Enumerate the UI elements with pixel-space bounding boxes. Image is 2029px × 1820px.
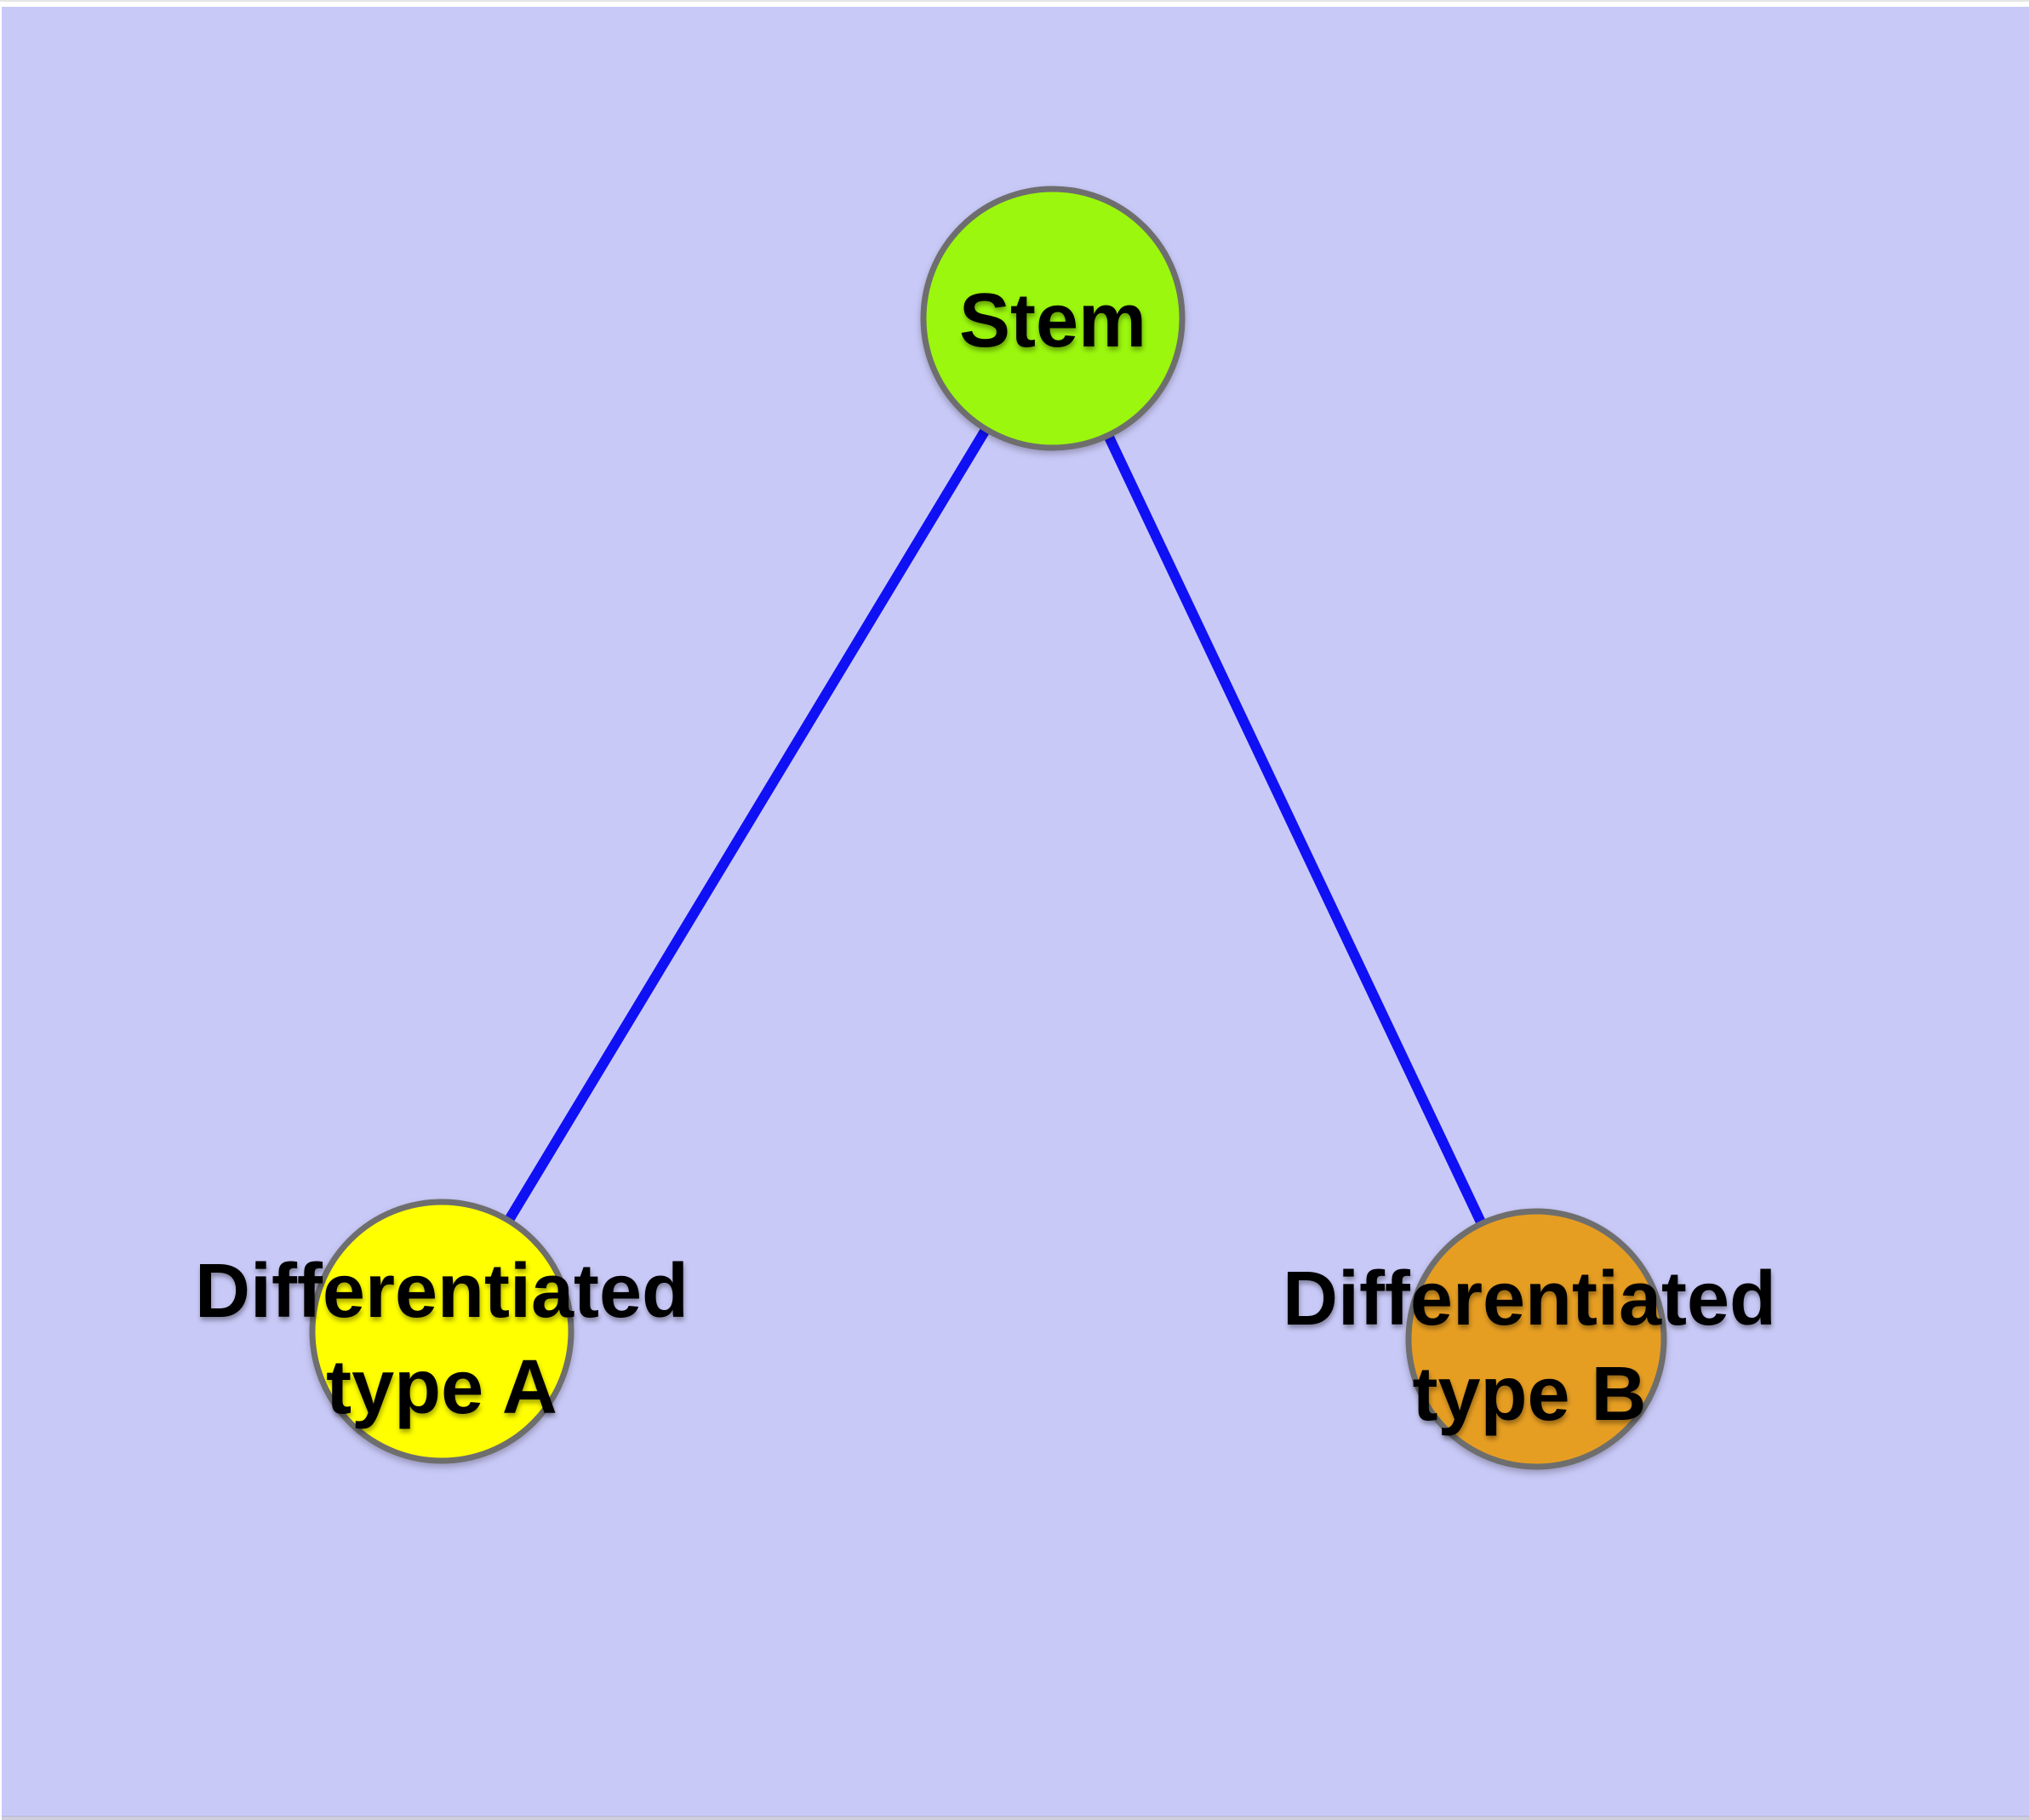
edge-stem-to-type-b [1048, 313, 1541, 1344]
node-type-b-label-line2: type B [1412, 1352, 1646, 1437]
node-stem-label: Stem [959, 278, 1146, 363]
edge-group [437, 313, 1541, 1344]
node-type-b-circle[interactable] [1405, 1208, 1667, 1470]
node-type-a-label-line1: Differentiated [195, 1249, 689, 1334]
edge-stem-to-type-a [437, 313, 1058, 1336]
node-type-a-circle[interactable] [309, 1199, 574, 1464]
node-stem[interactable]: Stem [920, 186, 1186, 451]
node-type-a[interactable]: Differentiated type A [195, 1199, 689, 1464]
node-type-b-label-line1: Differentiated [1283, 1256, 1776, 1342]
node-type-a-label-line2: type A [326, 1345, 557, 1430]
top-margin [0, 0, 2029, 7]
node-stem-circle[interactable] [920, 186, 1186, 451]
node-type-b[interactable]: Differentiated type B [1283, 1208, 1776, 1470]
bottom-hairline [2, 1816, 2029, 1820]
